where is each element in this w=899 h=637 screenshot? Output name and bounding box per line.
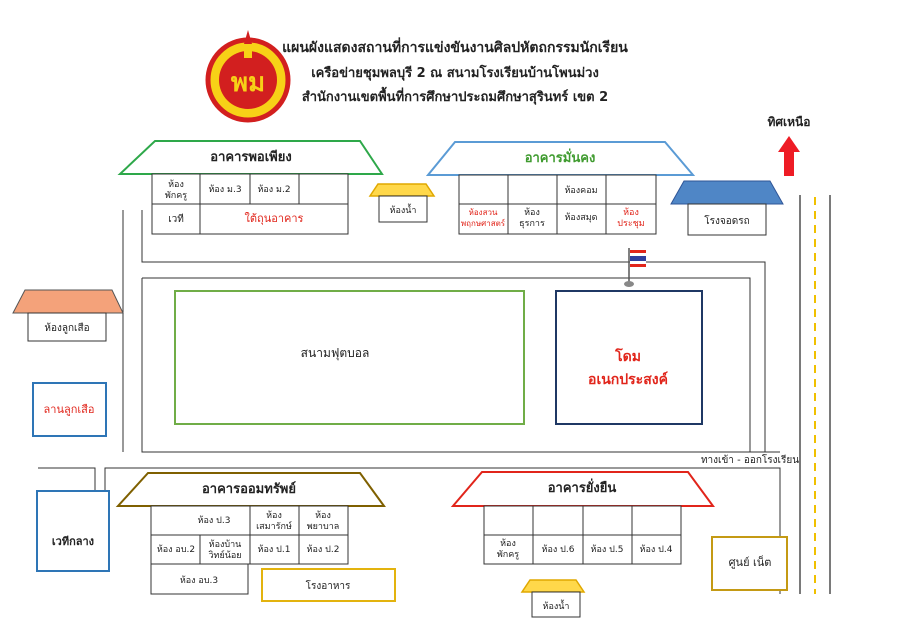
room-yangyuen-p5: ห้อง ป.5 — [591, 544, 624, 555]
room-omsap-p1: ห้อง ป.1 — [258, 544, 291, 555]
dome-label-2: อเนกประสงค์ — [588, 371, 668, 388]
room-phopiang-m2: ห้อง ม.2 — [257, 184, 290, 195]
net-center: ศูนย์ เน็ต — [711, 536, 788, 591]
room-phopiang-under: ใต้ถุนอาคาร — [245, 212, 304, 225]
north-arrow-icon — [778, 136, 800, 176]
room-omsap-p3: ห้อง ป.3 — [198, 515, 231, 526]
dome: โดม อเนกประสงค์ — [555, 290, 703, 425]
scout-room: ห้องลูกเสือ — [12, 289, 124, 342]
building-phopiang: อาคารพอเพียง ห้องพักครู ห้อง ม.3 ห้อง ม.… — [117, 140, 384, 235]
header-subtitle: เครือข่ายชุมพลบุรี 2 ณ สนามโรงเรียนบ้านโ… — [311, 64, 599, 81]
room-mankong-meeting: ห้องประชุม — [617, 207, 644, 229]
room-omsap-ob2: ห้อง อบ.2 — [157, 544, 195, 555]
scout-yard: ลานลูกเสือ — [32, 382, 107, 437]
scout-yard-label: ลานลูกเสือ — [44, 403, 95, 416]
room-yangyuen-staff: ห้องพักครู — [497, 538, 519, 560]
scout-room-label: ห้องลูกเสือ — [44, 322, 89, 334]
header-title: แผนผังแสดงสถานที่การแข่งขันงานศิลปหัตถกร… — [282, 37, 628, 56]
room-omsap-p2: ห้อง ป.2 — [307, 544, 340, 555]
room-yangyuen-p4: ห้อง ป.4 — [640, 544, 673, 555]
room-omsap-science: ห้องบ้านวิทย์น้อย — [208, 539, 241, 561]
net-center-label: ศูนย์ เน็ต — [729, 555, 772, 569]
central-stage: เวทีกลาง — [36, 490, 110, 572]
toilet-top-label: ห้องน้ำ — [390, 203, 417, 216]
building-yangyuen-name: อาคารยั่งยืน — [548, 478, 617, 496]
canteen-label: โรงอาหาร — [306, 579, 351, 592]
garage: โรงจอดรถ — [670, 180, 784, 236]
room-phopiang-m3: ห้อง ม.3 — [208, 184, 241, 195]
entrance-label: ทางเข้า - ออกโรงเรียน — [701, 453, 799, 466]
building-omsap-name: อาคารออมทรัพย์ — [202, 481, 296, 497]
room-omsap-nurse: ห้องพยาบาล — [307, 510, 340, 532]
room-phopiang-stage: เวที — [168, 213, 184, 225]
flag-icon — [624, 248, 646, 287]
room-mankong-office: ห้องธุรการ — [519, 207, 545, 229]
building-mankong-name: อาคารมั่นคง — [525, 148, 596, 166]
building-yangyuen: อาคารยั่งยืน ห้องพักครู ห้อง ป.6 ห้อง ป.… — [450, 471, 715, 565]
north-label: ทิศเหนือ — [768, 115, 811, 129]
road-right — [799, 195, 831, 594]
logo-text: พม — [231, 68, 265, 98]
header-agency: สำนักงานเขตพื้นที่การศึกษาประถมศึกษาสุริ… — [302, 86, 608, 105]
building-omsap: อาคารออมทรัพย์ ห้อง ป.3 ห้องเสมารักษ์ ห้… — [115, 472, 386, 595]
dome-label-1: โดม — [614, 347, 641, 365]
toilet-bottom-label: ห้องน้ำ — [543, 599, 570, 612]
building-mankong: อาคารมั่นคง ห้องคอม ห้องสวนพฤกษศาสตร์ ห้… — [425, 141, 696, 235]
building-phopiang-name: อาคารพอเพียง — [210, 149, 291, 165]
room-mankong-library: ห้องสมุด — [564, 212, 597, 223]
central-stage-label: เวทีกลาง — [52, 535, 94, 548]
toilet-top: ห้องน้ำ — [368, 183, 436, 223]
room-mankong-computer: ห้องคอม — [564, 185, 597, 196]
garage-label: โรงจอดรถ — [704, 214, 749, 227]
room-omsap-semarak: ห้องเสมารักษ์ — [256, 510, 292, 532]
canteen: โรงอาหาร — [261, 568, 396, 602]
football-field-label: สนามฟุตบอล — [301, 346, 370, 361]
room-phopiang-staff: ห้องพักครู — [165, 179, 187, 201]
football-field: สนามฟุตบอล — [174, 290, 525, 425]
toilet-bottom: ห้องน้ำ — [520, 579, 586, 618]
campus-paths — [38, 210, 781, 594]
room-mankong-botany: ห้องสวนพฤกษศาสตร์ — [461, 208, 506, 228]
room-omsap-ob3: ห้อง อบ.3 — [180, 575, 218, 586]
room-yangyuen-p6: ห้อง ป.6 — [542, 544, 575, 555]
school-logo: พม — [205, 30, 291, 123]
